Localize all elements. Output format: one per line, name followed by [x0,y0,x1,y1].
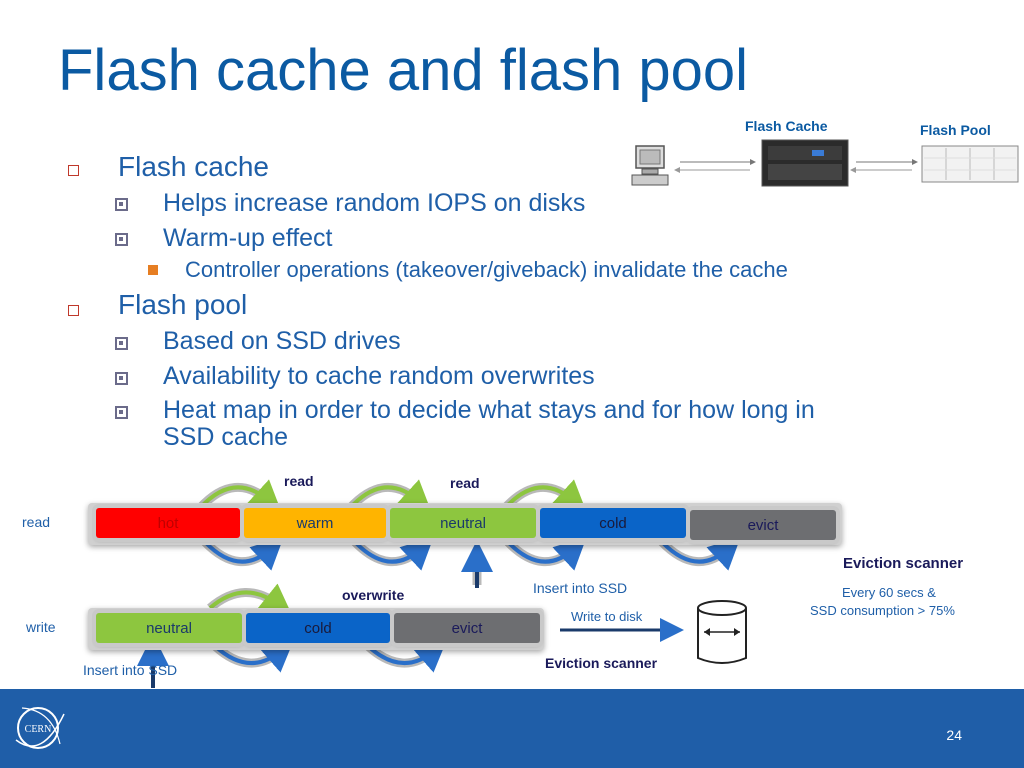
write-to-disk-label: Write to disk [571,609,643,624]
eviction-scanner-label: Eviction scanner [545,655,658,671]
bullet-controller-ops: Controller operations (takeover/giveback… [185,257,788,282]
cern-logo-icon: CERN [15,707,65,749]
write-side-label: write [26,619,56,635]
scanner-condition-1: Every 60 secs & [842,585,936,600]
state-neutral: neutral [390,508,536,538]
state-cold: cold [246,613,390,643]
eviction-scanner-label: Eviction scanner [843,555,964,572]
flash-pool-shelf-icon [921,145,1019,183]
bullet-availability: Availability to cache random overwrites [163,362,595,390]
footer-bar [0,689,1024,768]
read-label: read [284,473,314,489]
bullet-warmup: Warm-up effect [163,224,333,252]
bullet-ssd-drives: Based on SSD drives [163,327,401,355]
state-evict: evict [394,613,540,643]
read-side-label: read [22,514,51,530]
flash-cache-label: Flash Cache [745,118,828,134]
slide-title: Flash cache and flash pool [58,38,748,103]
state-transition-arrows [137,479,747,688]
bullet-small-square-icon [115,372,128,385]
insert-into-ssd-label: Insert into SSD [533,580,628,596]
svg-text:CERN: CERN [25,724,52,735]
flash-pool-label: Flash Pool [920,122,991,138]
bullet-helps-iops: Helps increase random IOPS on disks [163,189,586,217]
read-label: read [450,475,480,491]
bullet-orange-square-icon [148,265,158,275]
bullet-heat-map-line1: Heat map in order to decide what stays a… [163,396,815,424]
bullet-square-icon [68,305,79,316]
computer-icon [631,145,669,186]
flash-cache-diagram [631,139,1019,187]
flash-cache-appliance-icon [761,139,849,187]
insert-into-ssd-label: Insert into SSD [83,662,178,678]
bullet-flash-cache: Flash cache [118,151,269,182]
bullet-small-square-icon [115,337,128,350]
page-number: 24 [946,727,962,743]
state-evict: evict [690,510,836,540]
disk-icon [697,600,747,664]
bullet-small-square-icon [115,233,128,246]
bullet-flash-pool: Flash pool [118,289,248,320]
state-neutral: neutral [96,613,242,643]
state-cold: cold [540,508,686,538]
bullet-small-square-icon [115,406,128,419]
scanner-condition-2: SSD consumption > 75% [810,603,955,618]
bullet-square-icon [68,165,79,176]
state-warm: warm [244,508,386,538]
bullet-small-square-icon [115,198,128,211]
overwrite-label: overwrite [342,587,405,603]
state-hot: hot [96,508,240,538]
bullet-heat-map-line2: SSD cache [163,423,289,451]
